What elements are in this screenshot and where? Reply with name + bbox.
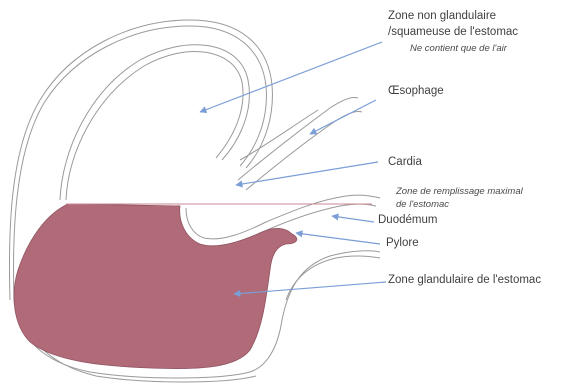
label-zone-non-glandulaire-note: Ne contient que de l'air (410, 43, 507, 55)
glandular-zone-fill (14, 204, 297, 369)
label-zone-non-glandulaire-line2: /squameuse de l'estomac (388, 25, 518, 39)
label-zone-non-glandulaire-line1: Zone non glandulaire (388, 9, 496, 23)
label-remplissage-line2: de l'estomac (396, 199, 449, 211)
arrow-duodenum (332, 216, 374, 222)
arrow-zone-non-glandulaire (200, 42, 382, 112)
label-zone-glandulaire: Zone glandulaire de l'estomac (388, 273, 541, 287)
arrow-oesophage (310, 100, 376, 134)
arrow-pylore (296, 233, 380, 244)
label-oesophage: Œsophage (388, 84, 444, 98)
label-pylore: Pylore (386, 236, 419, 250)
arrow-cardia (236, 162, 378, 185)
label-remplissage-line1: Zone de remplissage maximal (396, 186, 523, 198)
label-duodenum: Duodémum (378, 213, 437, 227)
label-cardia: Cardia (388, 155, 422, 169)
